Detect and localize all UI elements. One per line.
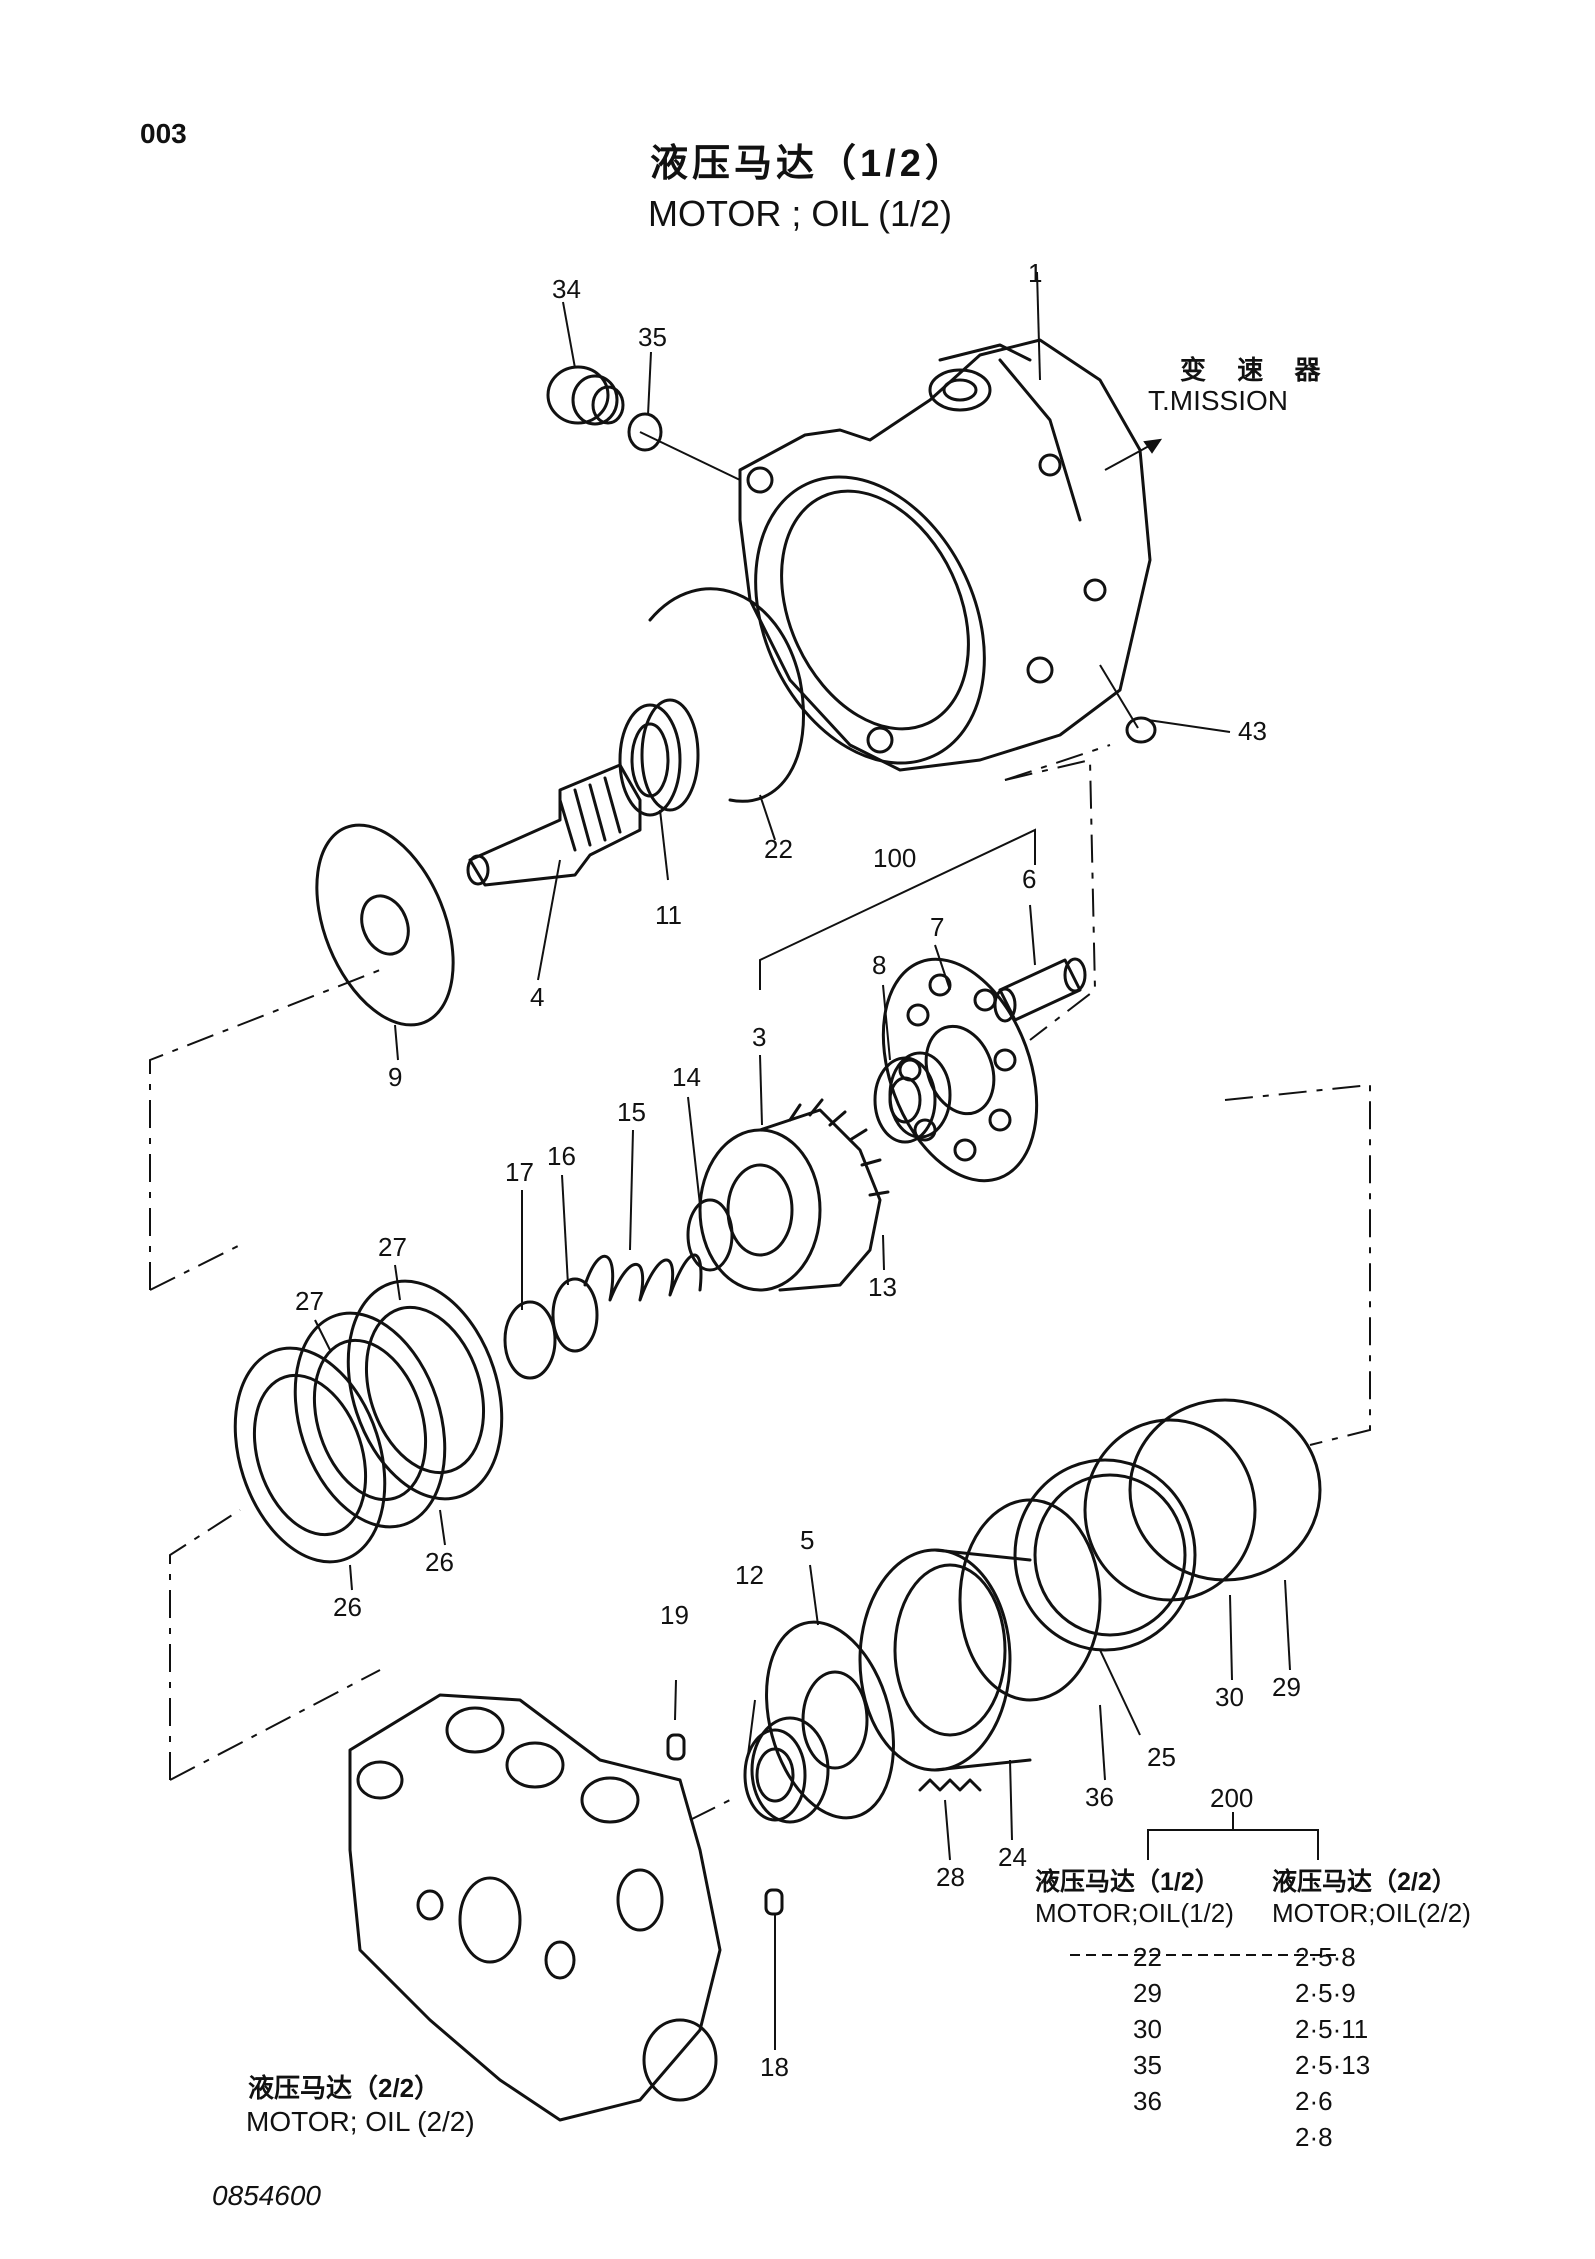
spacer-part <box>686 1198 734 1272</box>
ring-30 <box>1083 1418 1257 1602</box>
bearing-12-part <box>743 1716 830 1824</box>
kit-group-label: 200 <box>1210 1783 1254 1813</box>
callout-7: 7 <box>930 912 945 942</box>
kit-col1-head-en: MOTOR;OIL(1/2) <box>1035 1898 1234 1928</box>
callout-4: 4 <box>530 982 545 1012</box>
plug-part <box>546 365 625 426</box>
o-ring-36 <box>958 1498 1102 1702</box>
kit-col2-head-cn: 液压马达（2/2） <box>1272 1868 1457 1896</box>
callout-14: 14 <box>672 1062 701 1092</box>
ball-guide-part <box>873 1051 952 1144</box>
kit-col2-row: 2·5·8 <box>1295 1942 1356 1972</box>
o-ring-large <box>648 587 805 803</box>
housing-part <box>738 338 1152 772</box>
spring-part <box>583 1253 703 1302</box>
kit-col1-row: 29 <box>1133 1978 1162 2008</box>
page-title-en: MOTOR ; OIL (1/2) <box>648 193 953 234</box>
piston-part <box>858 1548 1032 1772</box>
callout-8: 8 <box>872 950 887 980</box>
callout-43: 43 <box>1238 716 1267 746</box>
page-title-cn: 液压马达（1/2） <box>650 143 967 185</box>
callout-5: 5 <box>800 1525 815 1555</box>
kit-col1-head-cn: 液压马达（1/2） <box>1035 1868 1220 1896</box>
thrust-plate-part <box>315 823 455 1027</box>
callout-25: 25 <box>1147 1742 1176 1772</box>
kit-col2-row: 2·5·13 <box>1295 2050 1371 2080</box>
callout-100: 100 <box>873 843 917 873</box>
callout-30: 30 <box>1215 1682 1244 1712</box>
kit-col1-row: 22 <box>1133 1942 1162 1972</box>
valve-cover-part <box>348 1693 722 2122</box>
kit-col2-row: 2·5·9 <box>1295 1978 1356 2008</box>
direction-label-cn: 变 速 器 <box>1180 355 1333 385</box>
callout-27-upper: 27 <box>378 1232 407 1262</box>
callout-3: 3 <box>752 1022 767 1052</box>
kit-col1-row: 30 <box>1133 2014 1162 2044</box>
callout-35: 35 <box>638 322 667 352</box>
subassembly-label-cn: 液压马达（2/2） <box>248 2073 441 2103</box>
o-ring-small <box>627 412 663 452</box>
callout-26-right: 26 <box>425 1547 454 1577</box>
plug-43-part <box>1125 716 1157 744</box>
snap-ring-part <box>503 1300 557 1380</box>
callout-15: 15 <box>617 1097 646 1127</box>
valve-plate-part <box>765 1620 895 1820</box>
callout-29: 29 <box>1272 1672 1301 1702</box>
callout-24: 24 <box>998 1842 1027 1872</box>
pin-18-part <box>764 1888 784 1916</box>
callout-34: 34 <box>552 274 581 304</box>
ring-25 <box>1013 1458 1197 1652</box>
callout-36: 36 <box>1085 1782 1114 1812</box>
callout-19: 19 <box>660 1600 689 1630</box>
kit-col2-row: 2·6 <box>1295 2086 1333 2116</box>
o-ring-29 <box>1128 1398 1322 1582</box>
callout-17: 17 <box>505 1157 534 1187</box>
kit-col2-head-en: MOTOR;OIL(2/2) <box>1272 1898 1471 1928</box>
kit-col2-row: 2·8 <box>1295 2122 1333 2152</box>
callout-1: 1 <box>1028 258 1043 288</box>
callout-28: 28 <box>936 1862 965 1892</box>
callout-9: 9 <box>388 1062 403 1092</box>
subassembly-label-en: MOTOR; OIL (2/2) <box>246 2106 475 2137</box>
friction-plates-part <box>233 1279 504 1564</box>
bearing-part <box>618 698 700 817</box>
callout-12: 12 <box>735 1560 764 1590</box>
kit-col1-row: 35 <box>1133 2050 1162 2080</box>
callout-18: 18 <box>760 2052 789 2082</box>
callout-6: 6 <box>1022 864 1037 894</box>
cylinder-block-part <box>698 1098 890 1292</box>
kit-col2-row: 2·5·11 <box>1295 2014 1369 2044</box>
kit-col1-row: 36 <box>1133 2086 1162 2116</box>
callout-26-left: 26 <box>333 1592 362 1622</box>
pin-19-part <box>666 1733 686 1761</box>
direction-label-en: T.MISSION <box>1148 385 1289 416</box>
document-number: 0854600 <box>212 2180 322 2211</box>
washer-part <box>551 1277 599 1353</box>
callout-27-lower: 27 <box>295 1286 324 1316</box>
callout-22: 22 <box>764 834 793 864</box>
callout-16: 16 <box>547 1141 576 1171</box>
callout-11: 11 <box>655 900 682 930</box>
callout-13: 13 <box>868 1272 897 1302</box>
spring-28-part <box>918 1778 982 1792</box>
page-code: 003 <box>140 118 187 149</box>
shaft-part <box>466 763 642 887</box>
